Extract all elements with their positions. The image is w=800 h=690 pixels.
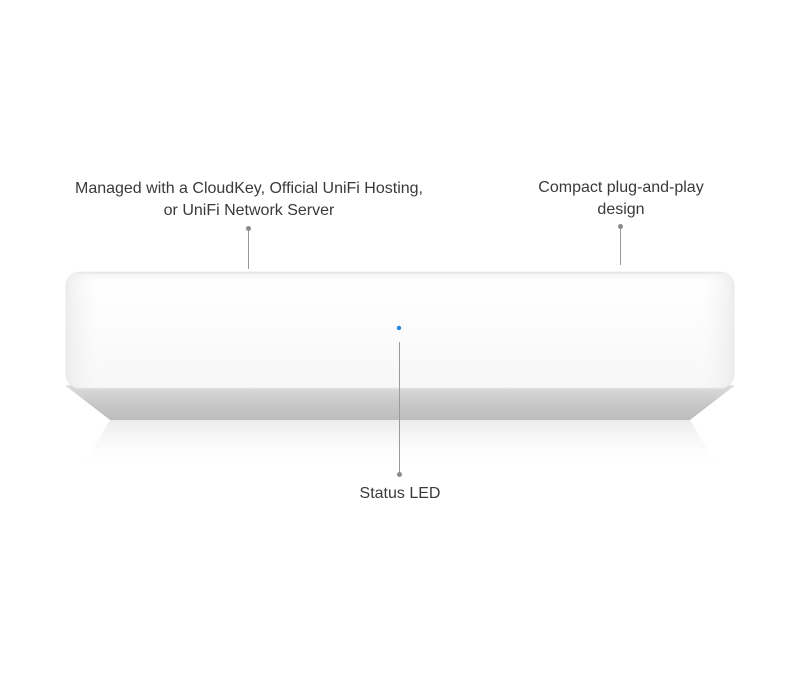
compact-design-callout: Compact plug-and-play design [510,177,732,221]
status-led-light [396,325,402,331]
compact-callout-line1: Compact plug-and-play [538,179,704,196]
led-leader-line [399,342,400,474]
compact-leader-line [620,227,621,265]
device-reflection [80,420,720,470]
management-leader-line [248,229,249,269]
status-led-label: Status LED [359,485,441,502]
compact-callout-line2: design [597,201,645,218]
management-callout: Managed with a CloudKey, Official UniFi … [50,178,448,222]
led-leader-dot [397,472,402,477]
device-body [65,271,735,389]
management-leader-dot [246,226,251,231]
management-callout-line2: or UniFi Network Server [163,202,335,219]
management-callout-line1: Managed with a CloudKey, Official UniFi … [74,180,423,197]
compact-leader-dot [618,224,623,229]
device-base [66,386,734,420]
status-led-callout: Status LED [320,483,480,505]
